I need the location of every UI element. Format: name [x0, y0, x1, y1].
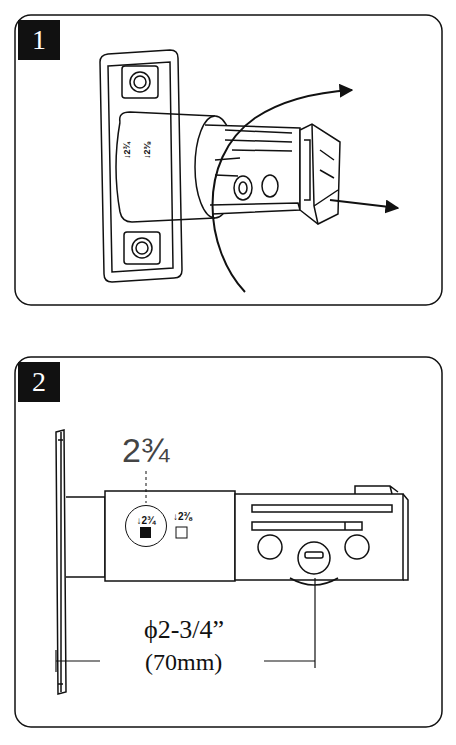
- backset-size: 2¾: [122, 433, 169, 467]
- dimension-label: ϕ2-3/4”: [142, 617, 226, 643]
- backset-marker-circle: ↓2¾: [125, 505, 167, 547]
- backset-mark: ↓2¾: [137, 515, 156, 526]
- backset-mark: ↓2¾: [123, 142, 132, 159]
- step-number: 1: [18, 20, 60, 60]
- backset-mark: ↓2⅜: [143, 142, 152, 159]
- panel-frame: [15, 15, 442, 305]
- step-number-text: 2: [32, 366, 46, 398]
- panel-frame: [15, 357, 442, 727]
- step-number: 2: [18, 362, 60, 402]
- dimension-label: (70mm): [143, 650, 224, 674]
- backset-mark: ↓2⅜: [173, 512, 192, 522]
- step-number-text: 1: [32, 24, 46, 56]
